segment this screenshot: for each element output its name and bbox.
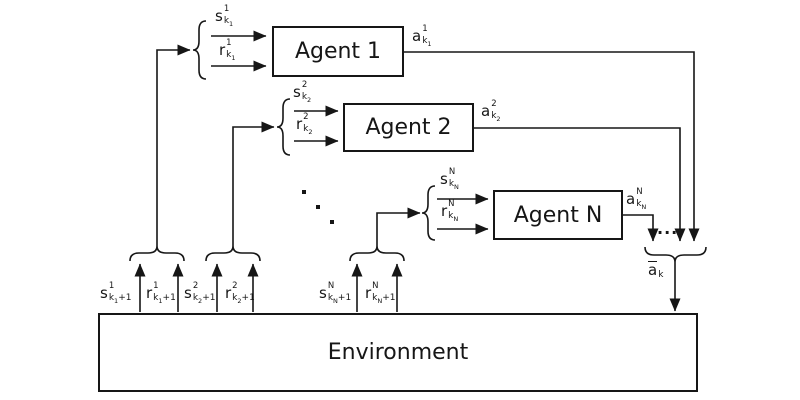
diagonal-ellipsis-dot bbox=[302, 190, 306, 194]
agentN-box: Agent N bbox=[493, 190, 623, 240]
ellipsis-horizontal: ... bbox=[657, 219, 679, 238]
environment-label: Environment bbox=[327, 340, 469, 365]
brace-env-outputs-N bbox=[349, 245, 405, 262]
agentN-label: Agent N bbox=[513, 202, 603, 228]
agent1-box: Agent 1 bbox=[272, 26, 404, 77]
diagonal-ellipsis-dot bbox=[316, 205, 320, 209]
line-env-to-agentN-inputs bbox=[376, 207, 421, 246]
diagonal-ellipsis-dot bbox=[330, 220, 334, 224]
agent2-label: Agent 2 bbox=[365, 115, 452, 140]
brace-agentN-inputs bbox=[421, 185, 436, 241]
line-agentN-action bbox=[623, 214, 659, 242]
line-env-to-agent2-inputs bbox=[232, 121, 275, 246]
agent2-box: Agent 2 bbox=[343, 103, 474, 152]
brace-env-outputs-1 bbox=[129, 245, 185, 262]
environment-box: Environment bbox=[98, 313, 698, 392]
brace-agent1-inputs bbox=[192, 20, 207, 80]
agent1-label: Agent 1 bbox=[294, 39, 382, 64]
brace-agent2-inputs bbox=[276, 98, 291, 156]
line-env-to-agent1-inputs bbox=[156, 44, 191, 246]
brace-env-outputs-2 bbox=[205, 245, 261, 262]
line-agent2-action bbox=[474, 127, 686, 242]
line-agent1-action bbox=[404, 51, 700, 242]
